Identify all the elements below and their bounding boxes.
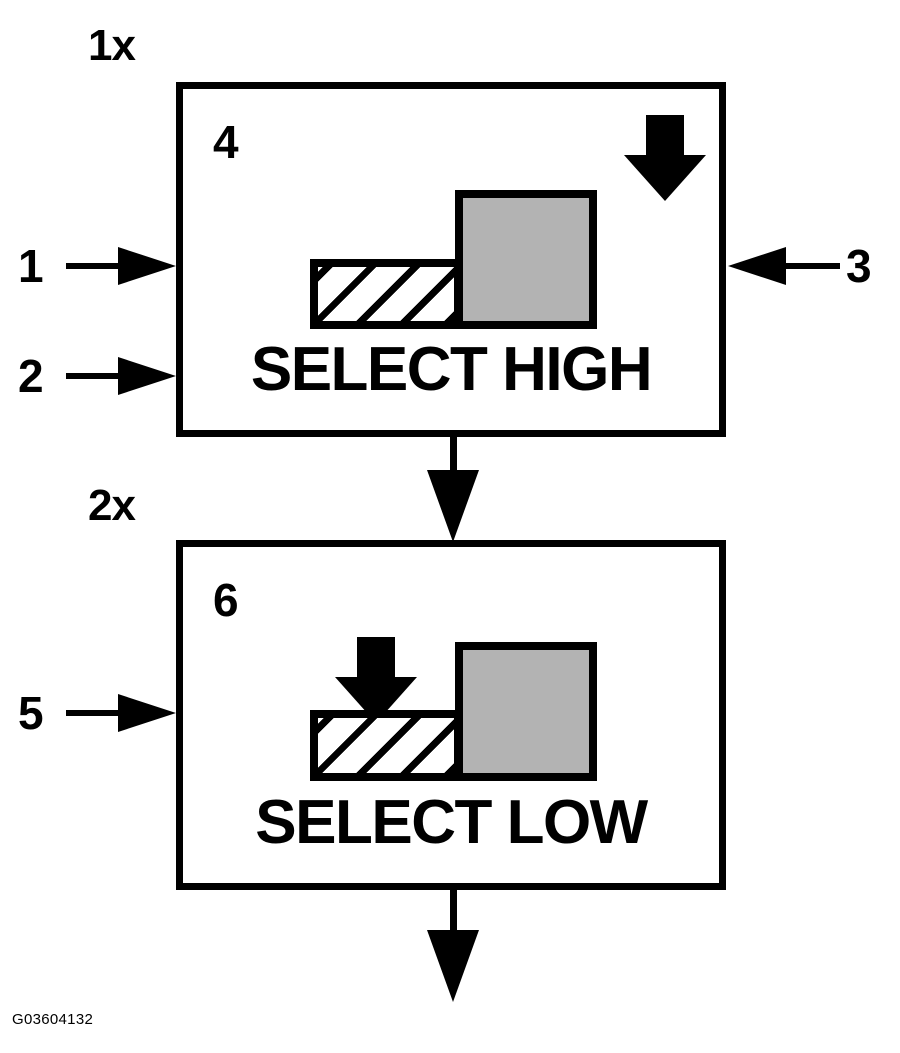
callout-arrowhead-3-icon — [728, 247, 786, 285]
callout-arrowhead-1-icon — [118, 247, 176, 285]
press-arrow-head — [624, 155, 706, 201]
hatched-block — [310, 710, 462, 781]
flow-arrow-2-stem — [450, 890, 457, 938]
step-2-box[interactable]: 6 SELECT LOW — [176, 540, 726, 890]
step-1-caption: SELECT HIGH — [250, 335, 653, 404]
figure-id-label: G03604132 — [12, 1011, 94, 1028]
press-arrow-shaft — [646, 115, 684, 159]
multiplier-label-2x: 2x — [88, 481, 136, 530]
hatched-block — [310, 259, 462, 329]
step-1-icon — [183, 89, 719, 430]
flow-arrow-1-head-icon — [427, 470, 479, 542]
step-1-box[interactable]: 4 SELECT HIGH — [176, 82, 726, 437]
callout-leader-line-2 — [66, 373, 122, 379]
step-2-caption: SELECT LOW — [255, 788, 648, 857]
callout-arrowhead-5-icon — [118, 694, 176, 732]
multiplier-label-1x: 1x — [88, 21, 136, 70]
callout-number-2: 2 — [18, 350, 44, 402]
callout-leader-line-1 — [66, 263, 122, 269]
gray-block — [455, 642, 597, 781]
step-2-icon — [183, 547, 719, 883]
press-arrow-shaft — [357, 637, 395, 681]
flow-arrow-1-stem — [450, 437, 457, 479]
callout-leader-line-5 — [66, 710, 122, 716]
callout-leader-line-3 — [786, 263, 840, 269]
step-1-number: 4 — [213, 116, 239, 168]
gray-block — [455, 190, 597, 329]
callout-arrowhead-2-icon — [118, 357, 176, 395]
step-2-number: 6 — [213, 574, 239, 626]
press-down-arrow-icon — [624, 115, 706, 201]
callout-number-3: 3 — [846, 240, 872, 292]
callout-number-5: 5 — [18, 687, 44, 739]
callout-number-1: 1 — [18, 240, 44, 292]
flow-arrow-2-head-icon — [427, 930, 479, 1002]
